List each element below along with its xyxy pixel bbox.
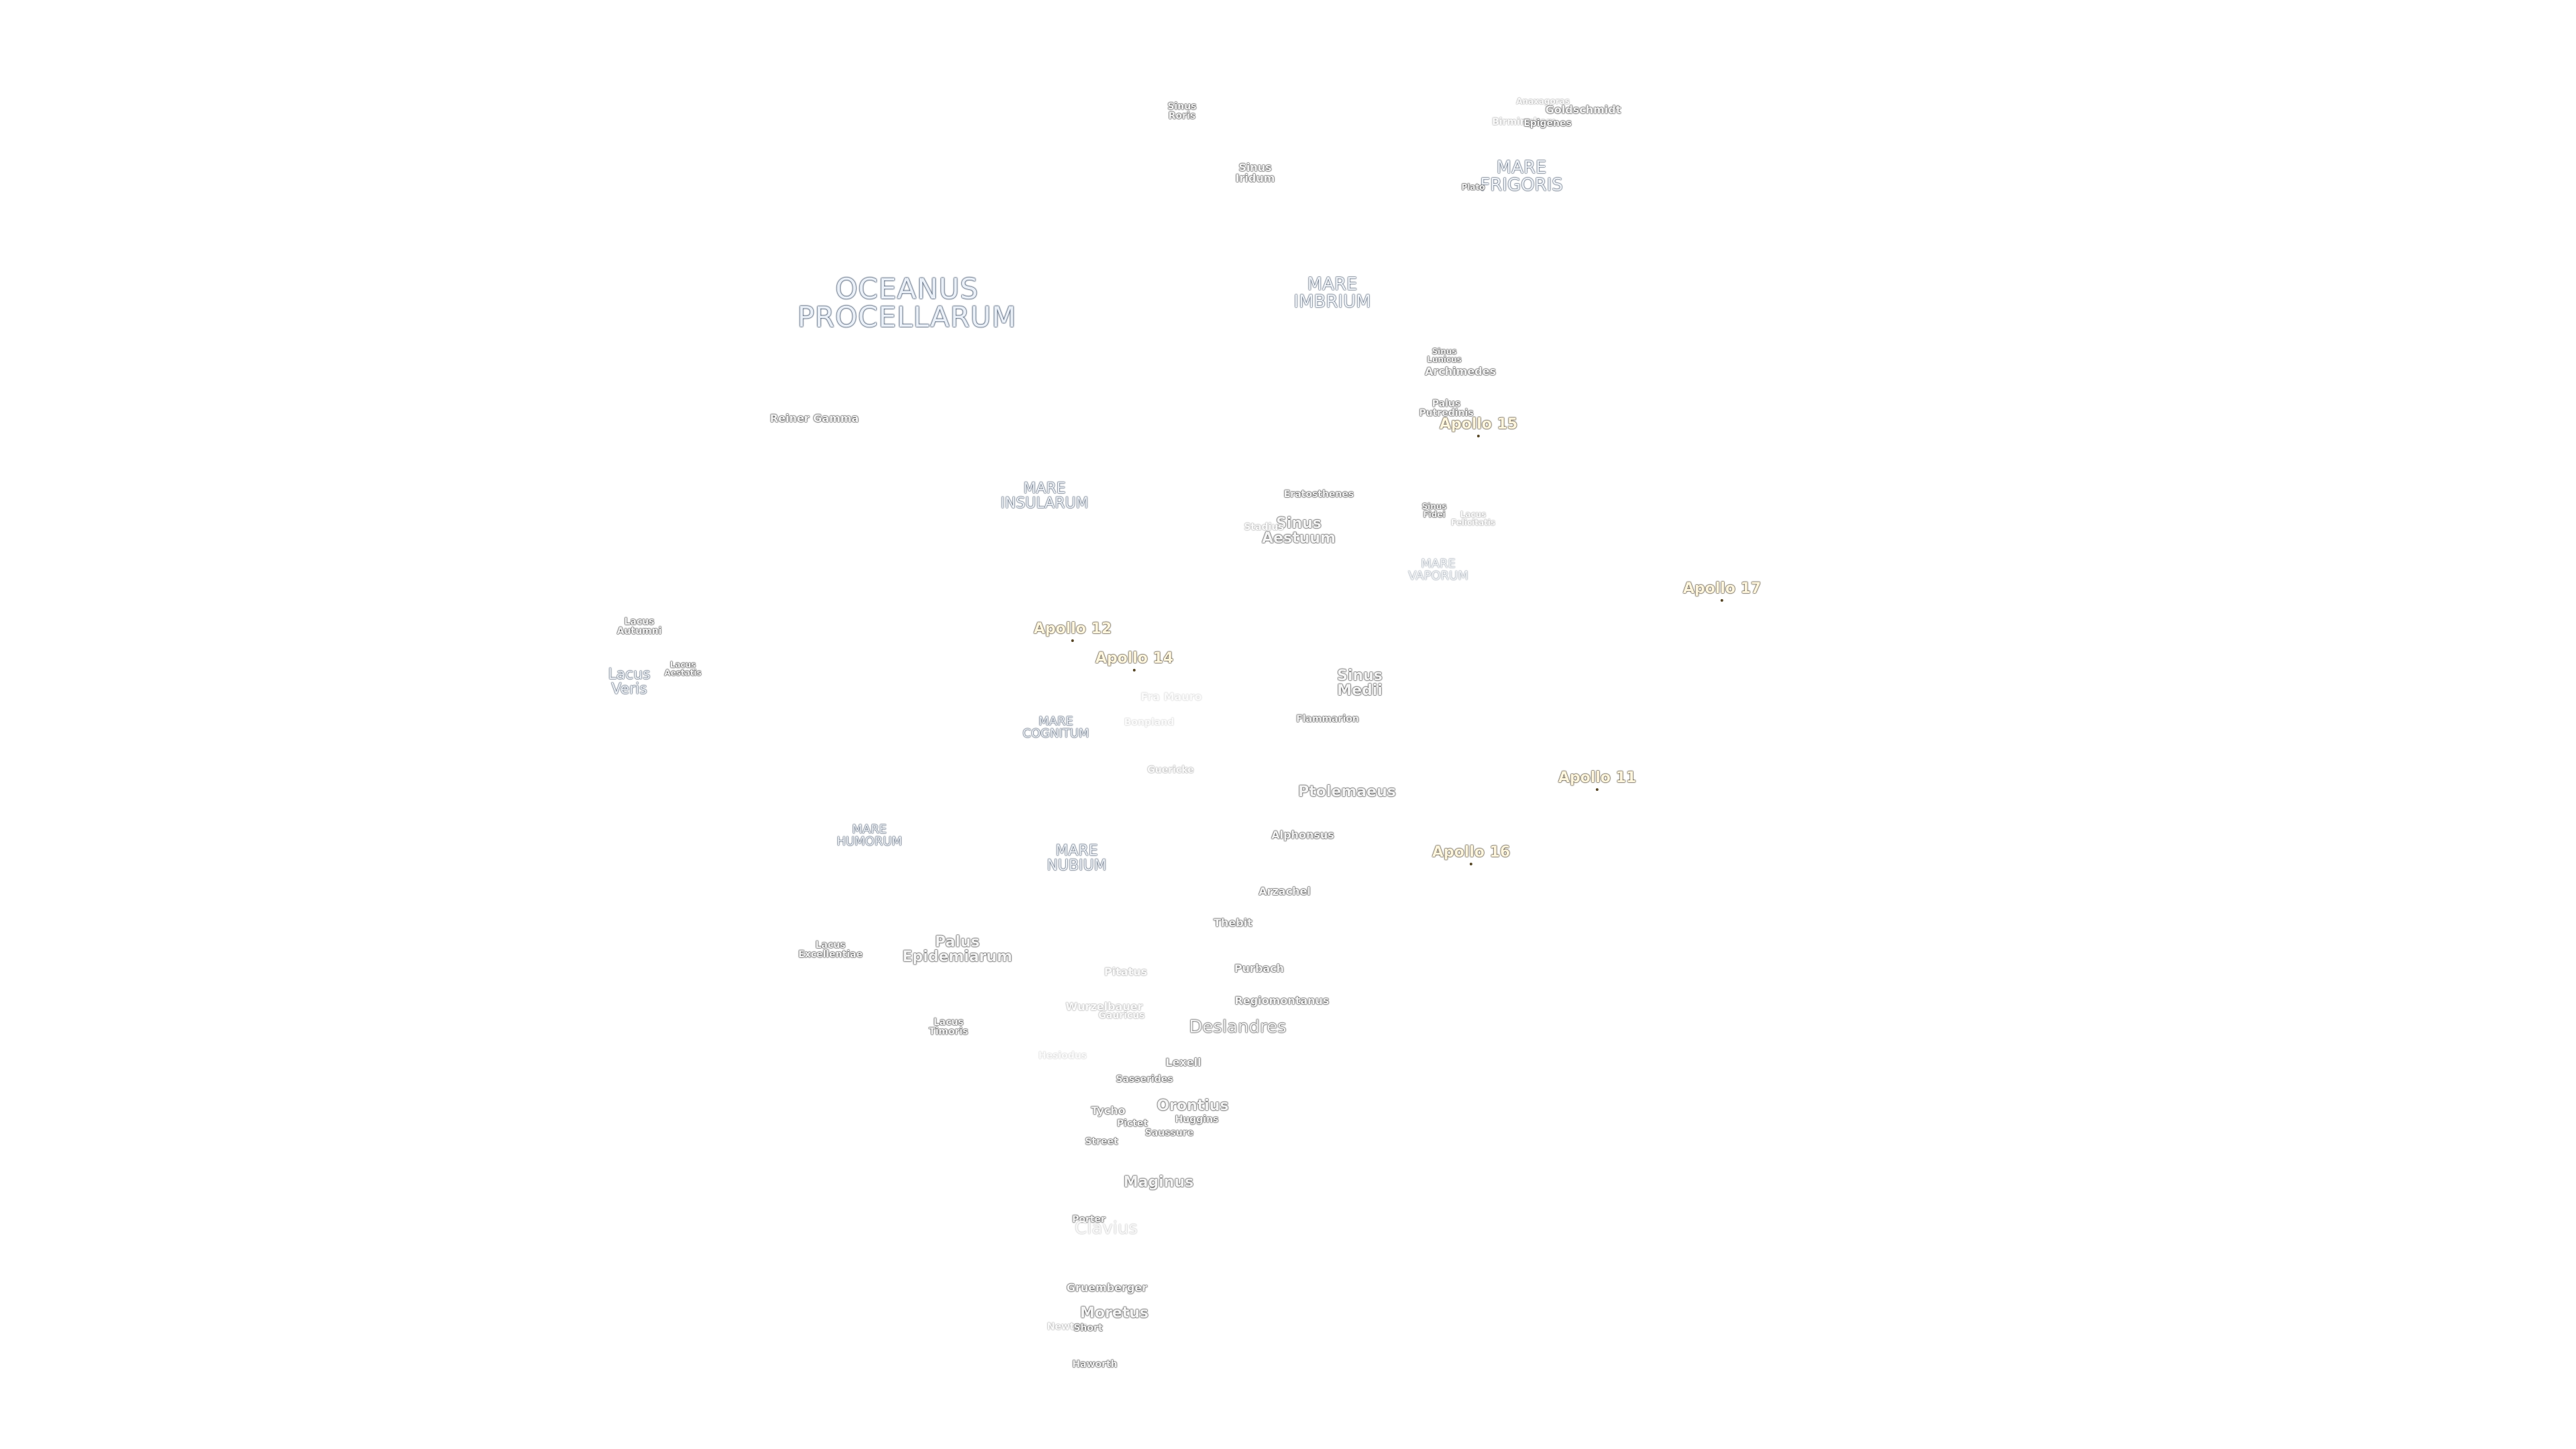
label-clavius: Clavius: [1075, 1218, 1138, 1238]
label-lexell: Lexell: [1165, 1056, 1201, 1069]
label-bonpland: Bonpland: [1124, 717, 1175, 728]
label-mare-vaporum: MARE VAPORUM: [1408, 557, 1468, 583]
label-porter: Porter: [1072, 1214, 1106, 1225]
label-mare-cognitum: MARE COGNITUM: [1022, 714, 1089, 741]
label-pictet: Pictet: [1116, 1118, 1148, 1129]
label-mare-imbrium: MARE IMBRIUM: [1293, 274, 1371, 312]
label-sinus-aestuum: Sinus Aestuum: [1262, 515, 1336, 547]
label-wurzelbauer: Wurzelbauer: [1065, 1000, 1143, 1013]
label-lacus-autumni: Lacus Autumni: [616, 616, 662, 637]
label-palus-epidemiarum: Palus Epidemiarum: [902, 934, 1012, 965]
label-stadius: Stadius: [1244, 522, 1284, 533]
label-lacus-felicitatis: Lacus Felicitatis: [1450, 510, 1496, 527]
label-sinus-iridum: Sinus Iridum: [1235, 161, 1275, 184]
label-purbach: Purbach: [1234, 962, 1285, 975]
label-newton: Newton: [1046, 1322, 1088, 1332]
label-mare-insularum: MARE INSULARUM: [1000, 480, 1089, 512]
label-sinus-fidei: Sinus Fidei: [1421, 502, 1447, 519]
marker-apollo-17[interactable]: Apollo 17: [1682, 580, 1762, 602]
label-pitatus: Pitatus: [1104, 965, 1148, 978]
label-reiner-gamma: Reiner Gamma: [769, 412, 859, 425]
label-lacus-timoris: Lacus Timoris: [928, 1017, 969, 1037]
label-haworth: Haworth: [1072, 1359, 1118, 1370]
label-lacus-veris: Lacus Veris: [608, 666, 651, 698]
label-sinus-lunicus: Sinus Lunicus: [1427, 347, 1462, 364]
label-anaxagoras: Anaxagoras: [1516, 97, 1570, 106]
label-palus-putredinis: Palus Putredinis: [1419, 398, 1474, 419]
marker-apollo-11[interactable]: Apollo 11: [1558, 769, 1637, 791]
label-tycho: Tycho: [1091, 1104, 1126, 1117]
label-deslandres: Deslandres: [1189, 1017, 1287, 1037]
label-lacus-excellentiae: Lacus Excellentiae: [798, 940, 863, 960]
label-huggins: Huggins: [1175, 1114, 1219, 1125]
label-arzachel: Arzachel: [1258, 885, 1311, 898]
label-regiomontanus: Regiomontanus: [1234, 994, 1330, 1007]
label-street: Street: [1085, 1136, 1118, 1147]
label-ptolemaeus: Ptolemaeus: [1298, 784, 1396, 800]
label-sinus-medii: Sinus Medii: [1337, 667, 1383, 699]
label-birmingham: Birmingham: [1492, 117, 1556, 127]
label-moretus: Moretus: [1079, 1305, 1149, 1322]
label-guericke: Guericke: [1147, 765, 1194, 775]
label-hesiodus: Hesiodus: [1038, 1051, 1087, 1061]
marker-apollo-12[interactable]: Apollo 12: [1033, 621, 1112, 642]
label-sasserides: Sasserides: [1116, 1074, 1173, 1085]
label-sinus-roris: Sinus Roris: [1167, 101, 1197, 121]
label-alphonsus: Alphonsus: [1271, 828, 1334, 841]
label-short: Short: [1073, 1323, 1103, 1334]
label-epigenes: Epigenes: [1523, 118, 1572, 129]
label-mare-frigoris: MARE FRIGORIS: [1480, 158, 1563, 195]
label-mare-humorum: MARE HUMORUM: [837, 822, 902, 849]
label-orontius: Orontius: [1157, 1097, 1229, 1114]
label-lacus-aestatis: Lacus Aestatis: [664, 660, 702, 678]
label-eratosthenes: Eratosthenes: [1283, 489, 1354, 500]
label-saussure: Saussure: [1144, 1128, 1194, 1138]
marker-apollo-15[interactable]: Apollo 15: [1439, 416, 1518, 437]
label-mare-nubium: MARE NUBIUM: [1046, 843, 1107, 874]
label-oceanus-procellarum: OCEANUS PROCELLARUM: [797, 272, 1017, 333]
label-thebit: Thebit: [1214, 916, 1252, 929]
label-goldschmidt: Goldschmidt: [1545, 103, 1621, 116]
label-gauricus: Gauricus: [1098, 1010, 1145, 1021]
label-flammarion: Flammarion: [1296, 714, 1359, 724]
label-fra-mauro: Fra Mauro: [1140, 690, 1202, 703]
label-archimedes: Archimedes: [1425, 365, 1496, 378]
label-plato: Plato: [1461, 182, 1485, 192]
marker-apollo-14[interactable]: Apollo 14: [1095, 650, 1174, 672]
label-maginus: Maginus: [1123, 1174, 1194, 1191]
marker-apollo-16[interactable]: Apollo 16: [1432, 844, 1511, 865]
label-gruemberger: Gruemberger: [1066, 1281, 1148, 1294]
